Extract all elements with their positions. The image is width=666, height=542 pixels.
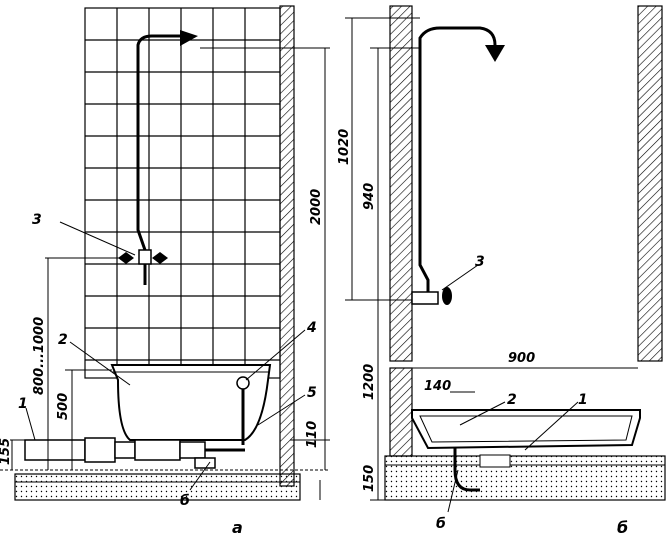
floor-slab-b: [384, 455, 666, 501]
callout-1-b: 1: [578, 392, 588, 408]
callout-6-a: б: [180, 493, 190, 509]
callout-6-b: б: [436, 516, 446, 532]
dim-140: 140: [424, 379, 451, 394]
view-b-caption: б: [617, 518, 628, 537]
mixer-valve-b: [411, 287, 452, 305]
view-a: 3 2 4 5 1 б a 2000 800...1000 500 155 11…: [0, 5, 330, 537]
mixer-valve: [118, 249, 168, 265]
dim-155: 155: [0, 438, 13, 465]
shower-riser: [136, 60, 147, 285]
dim-900: 900: [508, 351, 535, 366]
view-a-caption: a: [232, 518, 243, 537]
dim-1020: 1020: [337, 129, 352, 165]
callout-leaders-a: [25, 221, 306, 491]
left-wall-b: [389, 5, 413, 362]
dim-500: 500: [56, 393, 71, 420]
shower-head-b: [418, 26, 505, 62]
dim-940: 940: [362, 183, 377, 210]
bathtub: [110, 364, 272, 445]
dim-150: 150: [362, 465, 377, 492]
callout-2-a: 2: [58, 332, 68, 348]
right-wall-b: [637, 5, 663, 362]
tile-wall: [84, 7, 281, 379]
callout-1-a: 1: [18, 396, 28, 412]
dim-1200: 1200: [362, 364, 377, 400]
bathtub-b: [411, 409, 641, 492]
callout-3-a: 3: [32, 212, 42, 228]
shower-head: [136, 30, 198, 60]
view-b: 3 2 1 б б 1020 940 1200 900 140 150: [337, 5, 666, 537]
shower-riser-b: [418, 48, 430, 296]
floor-slab: [14, 473, 301, 501]
dim-110: 110: [305, 421, 320, 448]
drain-piping: [24, 437, 245, 469]
dimension-lines-b: [345, 17, 638, 501]
callout-4-a: 4: [306, 320, 317, 336]
dimension-lines-a: [0, 47, 330, 500]
callout-3-b: 3: [475, 254, 485, 270]
callout-5-a: 5: [307, 385, 317, 401]
dim-2000: 2000: [309, 189, 324, 225]
side-wall: [279, 5, 295, 487]
callout-leaders-b: [441, 264, 579, 513]
callout-2-b: 2: [507, 392, 517, 408]
dim-800-1000: 800...1000: [32, 317, 47, 395]
